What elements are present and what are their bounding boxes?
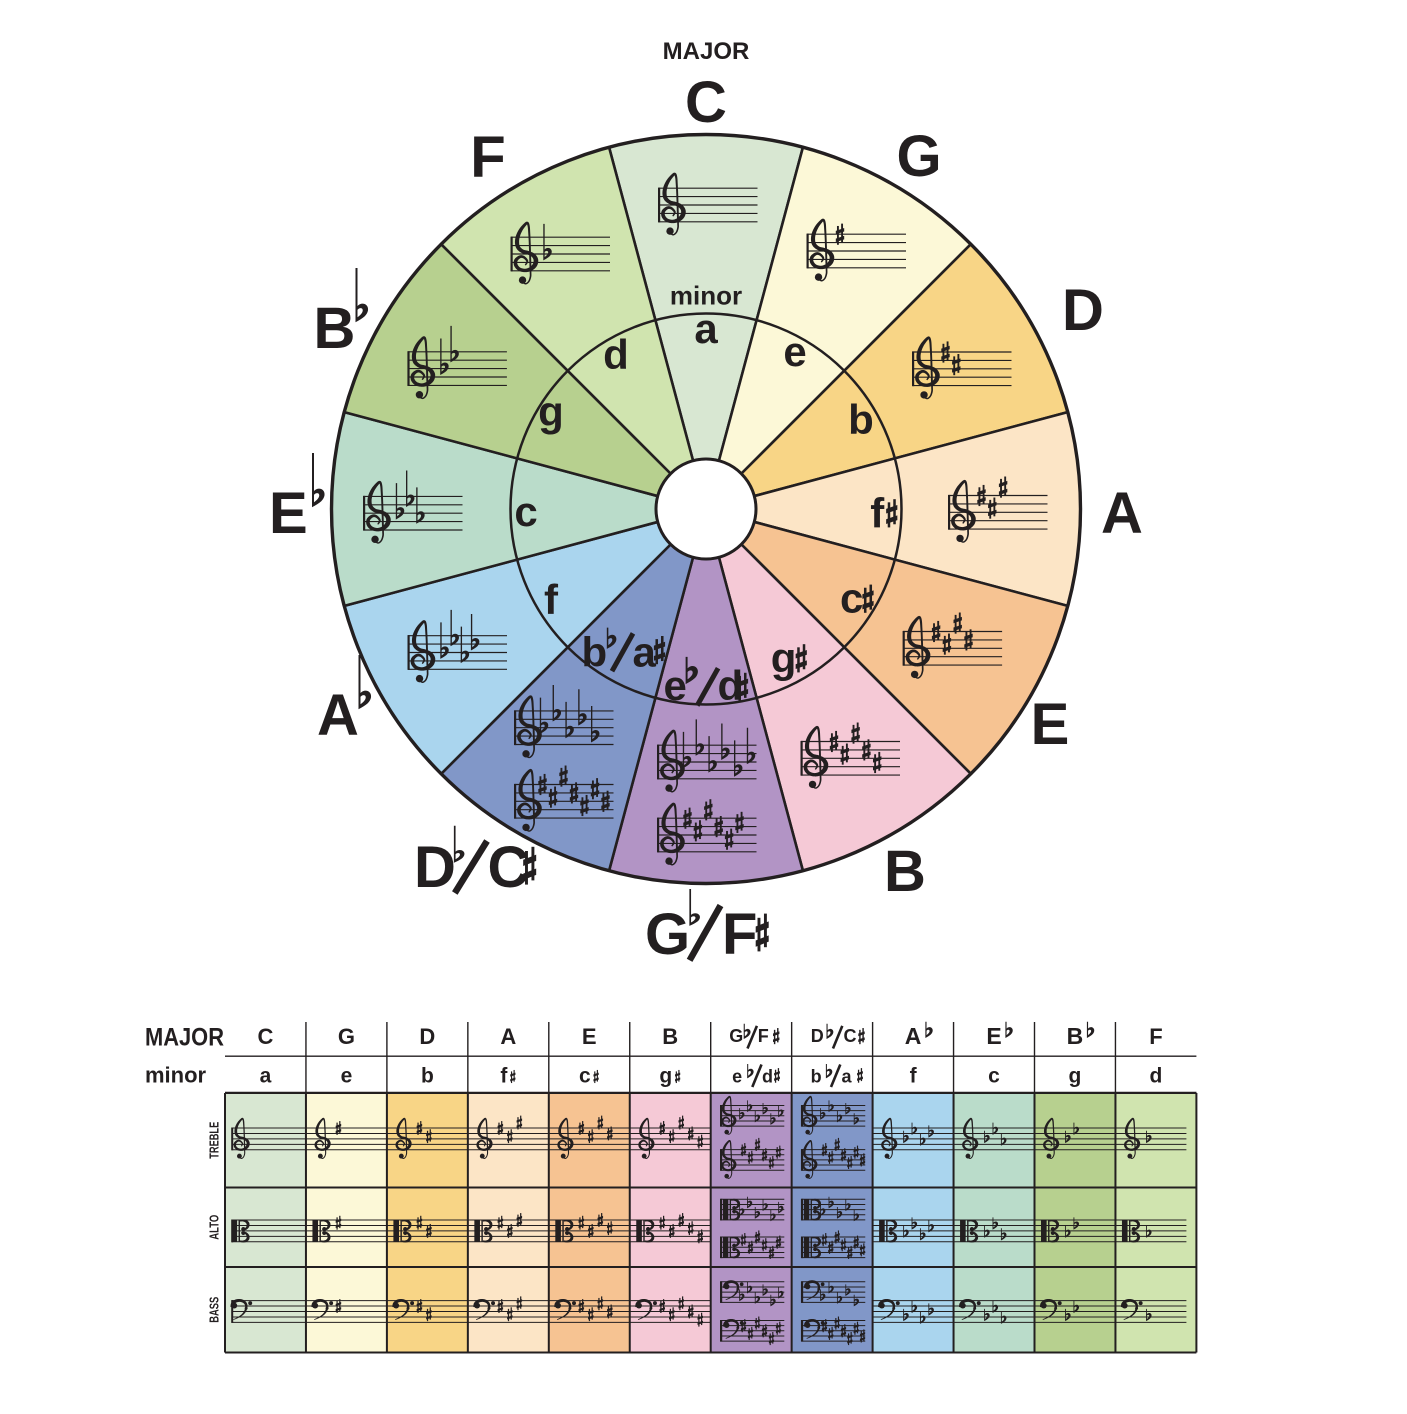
svg-text:g: g: [771, 634, 797, 681]
svg-text:a: a: [260, 1065, 272, 1088]
svg-text:A: A: [905, 1023, 922, 1049]
svg-text:B: B: [662, 1024, 678, 1049]
svg-text:minor: minor: [670, 281, 742, 311]
svg-text:C: C: [685, 70, 727, 135]
svg-text:g: g: [659, 1065, 672, 1088]
svg-text:E: E: [1031, 692, 1070, 757]
svg-text:c: c: [840, 575, 863, 622]
svg-text:C: C: [258, 1024, 274, 1049]
svg-text:D: D: [811, 1026, 824, 1046]
svg-text:TREBLE: TREBLE: [207, 1122, 222, 1159]
svg-text:F: F: [1149, 1024, 1162, 1049]
svg-text:g: g: [1069, 1065, 1082, 1088]
svg-text:F: F: [470, 125, 505, 190]
svg-text:G: G: [338, 1024, 355, 1049]
svg-text:E: E: [582, 1024, 597, 1049]
svg-text:c: c: [514, 488, 537, 535]
svg-text:d: d: [1150, 1065, 1163, 1088]
svg-text:f: f: [544, 576, 559, 623]
svg-text:f: f: [870, 489, 885, 536]
svg-text:b: b: [421, 1065, 434, 1088]
svg-text:G: G: [645, 902, 690, 967]
svg-text:E: E: [269, 481, 308, 546]
svg-text:MAJOR: MAJOR: [145, 1024, 224, 1052]
svg-text:e: e: [783, 328, 806, 375]
svg-text:F: F: [758, 1026, 769, 1046]
svg-text:A: A: [317, 683, 359, 748]
svg-text:c: c: [988, 1065, 1000, 1088]
svg-text:B: B: [1067, 1023, 1084, 1049]
svg-text:B: B: [314, 296, 356, 361]
svg-text:b: b: [848, 396, 874, 443]
svg-text:C: C: [488, 835, 530, 900]
svg-text:BASS: BASS: [207, 1297, 222, 1323]
svg-text:a: a: [633, 628, 657, 675]
svg-text:d: d: [762, 1066, 773, 1086]
svg-text:G: G: [729, 1026, 743, 1046]
svg-text:a: a: [842, 1066, 853, 1086]
svg-text:e: e: [341, 1065, 353, 1088]
svg-text:g: g: [538, 388, 564, 435]
svg-text:C: C: [844, 1026, 857, 1046]
svg-text:E: E: [986, 1023, 1001, 1049]
svg-text:ALTO: ALTO: [207, 1215, 222, 1240]
svg-text:G: G: [896, 124, 941, 189]
svg-text:MAJOR: MAJOR: [663, 38, 750, 65]
svg-text:c: c: [579, 1065, 591, 1088]
svg-text:A: A: [1101, 481, 1143, 546]
svg-text:a: a: [694, 305, 718, 352]
svg-text:e: e: [732, 1066, 742, 1086]
svg-text:e: e: [664, 662, 687, 709]
svg-text:b: b: [582, 628, 608, 675]
svg-text:A: A: [500, 1024, 516, 1049]
svg-text:f: f: [500, 1065, 508, 1088]
svg-text:D: D: [419, 1024, 435, 1049]
svg-text:b: b: [811, 1066, 822, 1086]
svg-text:minor: minor: [145, 1063, 207, 1088]
svg-text:D: D: [414, 835, 456, 900]
svg-text:D: D: [1062, 278, 1104, 343]
svg-text:B: B: [884, 839, 926, 904]
svg-text:F: F: [722, 902, 757, 967]
svg-text:f: f: [910, 1065, 918, 1088]
svg-text:d: d: [603, 331, 629, 378]
